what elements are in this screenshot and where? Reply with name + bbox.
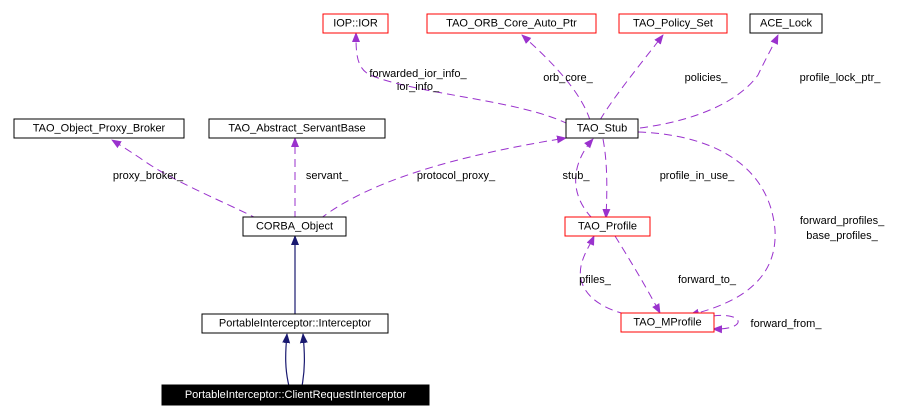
edge-ior-info	[352, 32, 569, 125]
label-protocol-proxy: protocol_proxy_	[417, 170, 496, 182]
node-label: PortableInterceptor::ClientRequestInterc…	[185, 389, 407, 401]
node-tao-abstract-servantbase[interactable]: TAO_Abstract_ServantBase	[208, 118, 386, 139]
label-forward-to: forward_to_	[678, 274, 737, 286]
node-label: PortableInterceptor::Interceptor	[219, 318, 372, 330]
node-label: IOP::IOR	[333, 18, 378, 30]
node-label: TAO_Stub	[577, 123, 628, 135]
node-ace-lock[interactable]: ACE_Lock	[749, 13, 823, 34]
node-tao-orb-core-auto-ptr[interactable]: TAO_ORB_Core_Auto_Ptr	[426, 13, 597, 34]
label-profile-in-use: profile_in_use_	[660, 170, 735, 182]
edge-profile-in-use	[602, 138, 611, 219]
edge-protocol-proxy	[319, 135, 567, 220]
label-forward-from: forward_from_	[751, 318, 823, 330]
label-forwarded-ior-info: forwarded_ior_info_	[369, 68, 467, 80]
edge-profile-lock	[639, 34, 779, 129]
label-profile-lock: profile_lock_ptr_	[800, 72, 882, 84]
node-label: ACE_Lock	[760, 18, 812, 30]
label-forward-profiles: forward_profiles_	[800, 215, 885, 227]
edge-forward-to	[614, 235, 661, 314]
node-tao-object-proxy-broker[interactable]: TAO_Object_Proxy_Broker	[13, 118, 185, 139]
node-iop-ior[interactable]: IOP::IOR	[322, 13, 389, 34]
label-base-profiles: base_profiles_	[806, 230, 878, 242]
label-ior-info: ior_info_	[397, 81, 440, 93]
node-label: TAO_Abstract_ServantBase	[228, 123, 365, 135]
label-orb-core: orb_core_	[543, 72, 593, 84]
node-corba-object[interactable]: CORBA_Object	[242, 216, 347, 237]
node-tao-stub[interactable]: TAO_Stub	[565, 118, 639, 139]
label-policies: policies_	[685, 72, 729, 84]
node-label: TAO_MProfile	[633, 317, 701, 329]
edge-inherit-interceptor-1	[282, 333, 291, 387]
label-stub: stub_	[563, 170, 591, 182]
label-servant: servant_	[306, 170, 349, 182]
edge-labels: forwarded_ior_info_ ior_info_ orb_core_ …	[113, 68, 885, 330]
node-label: TAO_Policy_Set	[633, 18, 713, 30]
edge-orb-core	[521, 34, 591, 121]
edge-stub	[575, 138, 594, 219]
edge-pfiles	[579, 235, 626, 315]
node-portableinterceptor-interceptor[interactable]: PortableInterceptor::Interceptor	[201, 313, 389, 334]
edge-proxy-broker	[111, 139, 259, 220]
node-tao-profile[interactable]: TAO_Profile	[564, 216, 651, 237]
node-portableinterceptor-clientrequestinterceptor: PortableInterceptor::ClientRequestInterc…	[161, 384, 430, 406]
label-proxy-broker: proxy_broker_	[113, 170, 184, 182]
node-tao-mprofile[interactable]: TAO_MProfile	[620, 312, 715, 333]
node-label: TAO_Object_Proxy_Broker	[33, 123, 166, 135]
node-tao-policy-set[interactable]: TAO_Policy_Set	[618, 13, 728, 34]
edge-forward-profiles	[637, 131, 776, 317]
label-pfiles: pfiles_	[579, 274, 612, 286]
edges	[111, 32, 779, 387]
edge-inherit-interceptor-2	[299, 333, 308, 387]
node-label: TAO_Profile	[578, 221, 637, 233]
edge-forward-from	[712, 314, 739, 334]
node-label: CORBA_Object	[256, 221, 333, 233]
node-label: TAO_ORB_Core_Auto_Ptr	[446, 18, 577, 30]
edge-policies	[599, 34, 664, 121]
